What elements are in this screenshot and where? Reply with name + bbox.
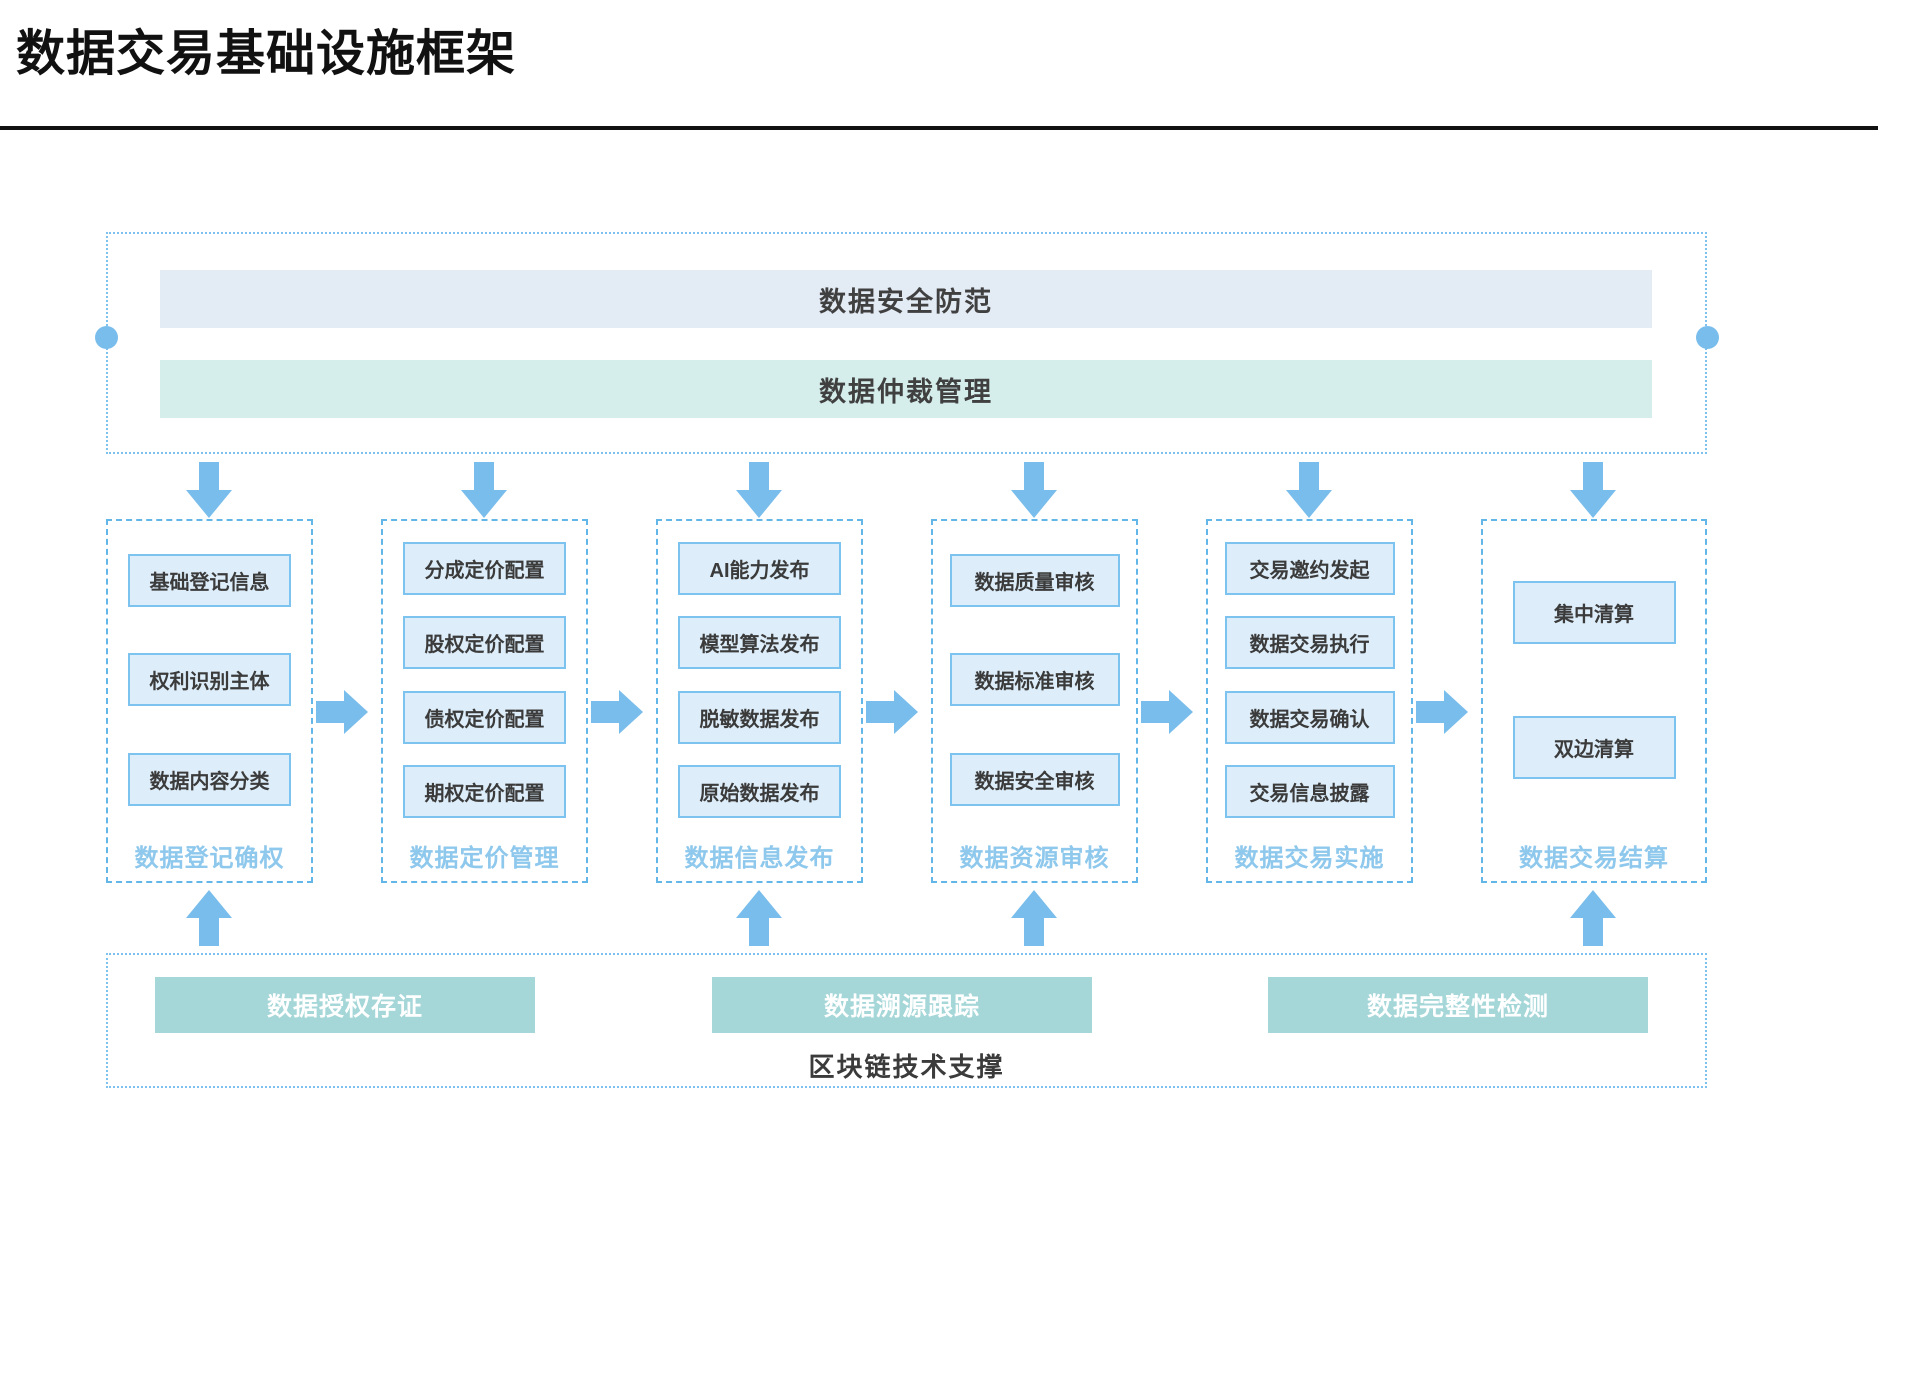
title-divider [0,126,1878,130]
stage-item[interactable]: 债权定价配置 [403,690,566,744]
arrow-down-to-stage-2 [461,462,507,518]
arrow-up-to-stage-6 [1570,890,1616,946]
stage-item[interactable]: 基础登记信息 [128,554,291,608]
stage-column-data-pricing: 分成定价配置 股权定价配置 债权定价配置 期权定价配置 数据定价管理 [381,519,588,883]
governance-band-arbitration[interactable]: 数据仲裁管理 [160,360,1652,418]
arrow-down-to-stage-6 [1570,462,1616,518]
stage-item[interactable]: 数据安全审核 [949,752,1120,806]
page-title: 数据交易基础设施框架 [16,27,517,81]
stage-label: 数据登记确权 [134,845,285,872]
arrow-down-to-stage-5 [1286,462,1332,518]
stage-item[interactable]: 集中清算 [1512,581,1676,644]
stage-column-transaction-settlement: 集中清算 双边清算 数据交易结算 [1481,519,1707,883]
stage-item[interactable]: 分成定价配置 [403,541,566,595]
arrow-up-to-stage-1 [186,890,232,946]
blockchain-capability-box[interactable]: 数据授权存证 [155,977,535,1033]
blockchain-caption: 区块链技术支撑 [808,1052,1005,1082]
stage-item[interactable]: 权利识别主体 [128,653,291,707]
connector-dot-left [95,326,118,349]
blockchain-panel: 数据授权存证 数据溯源跟踪 数据完整性检测 区块链技术支撑 [106,953,1707,1088]
arrow-down-to-stage-3 [736,462,782,518]
stage-column-resource-audit: 数据质量审核 数据标准审核 数据安全审核 数据资源审核 [931,519,1138,883]
stage-column-data-registration: 基础登记信息 权利识别主体 数据内容分类 数据登记确权 [106,519,313,883]
stage-item[interactable]: 数据内容分类 [128,752,291,806]
stage-item[interactable]: 数据交易执行 [1224,616,1395,670]
arrow-up-to-stage-4 [1011,890,1057,946]
stage-item[interactable]: 双边清算 [1512,716,1676,779]
stage-column-transaction-execution: 交易邀约发起 数据交易执行 数据交易确认 交易信息披露 数据交易实施 [1206,519,1413,883]
stage-item[interactable]: AI能力发布 [678,541,841,595]
stage-item[interactable]: 数据标准审核 [949,653,1120,707]
blockchain-capability-box[interactable]: 数据溯源跟踪 [712,977,1092,1033]
stage-item[interactable]: 交易信息披露 [1224,765,1395,819]
arrow-right-stage-1-to-2 [316,690,368,734]
stage-item[interactable]: 期权定价配置 [403,765,566,819]
arrow-down-to-stage-1 [186,462,232,518]
arrow-right-stage-2-to-3 [591,690,643,734]
stage-item[interactable]: 数据质量审核 [949,554,1120,608]
governance-panel: 数据安全防范 数据仲裁管理 [106,232,1707,454]
stage-item[interactable]: 股权定价配置 [403,616,566,670]
stage-label: 数据交易实施 [1234,845,1385,872]
stage-item[interactable]: 原始数据发布 [678,765,841,819]
connector-dot-right [1696,326,1719,349]
stage-item[interactable]: 脱敏数据发布 [678,690,841,744]
stage-label: 数据信息发布 [684,845,835,872]
arrow-right-stage-5-to-6 [1416,690,1468,734]
governance-band-security[interactable]: 数据安全防范 [160,270,1652,328]
blockchain-capability-box[interactable]: 数据完整性检测 [1268,977,1648,1033]
stage-label: 数据定价管理 [409,845,560,872]
arrow-right-stage-3-to-4 [866,690,918,734]
arrow-up-to-stage-3 [736,890,782,946]
stage-item[interactable]: 交易邀约发起 [1224,541,1395,595]
stage-label: 数据交易结算 [1519,845,1669,872]
arrow-down-to-stage-4 [1011,462,1057,518]
stage-item[interactable]: 数据交易确认 [1224,690,1395,744]
stage-label: 数据资源审核 [959,845,1110,872]
stage-column-data-publishing: AI能力发布 模型算法发布 脱敏数据发布 原始数据发布 数据信息发布 [656,519,863,883]
arrow-right-stage-4-to-5 [1141,690,1193,734]
stage-item[interactable]: 模型算法发布 [678,616,841,670]
